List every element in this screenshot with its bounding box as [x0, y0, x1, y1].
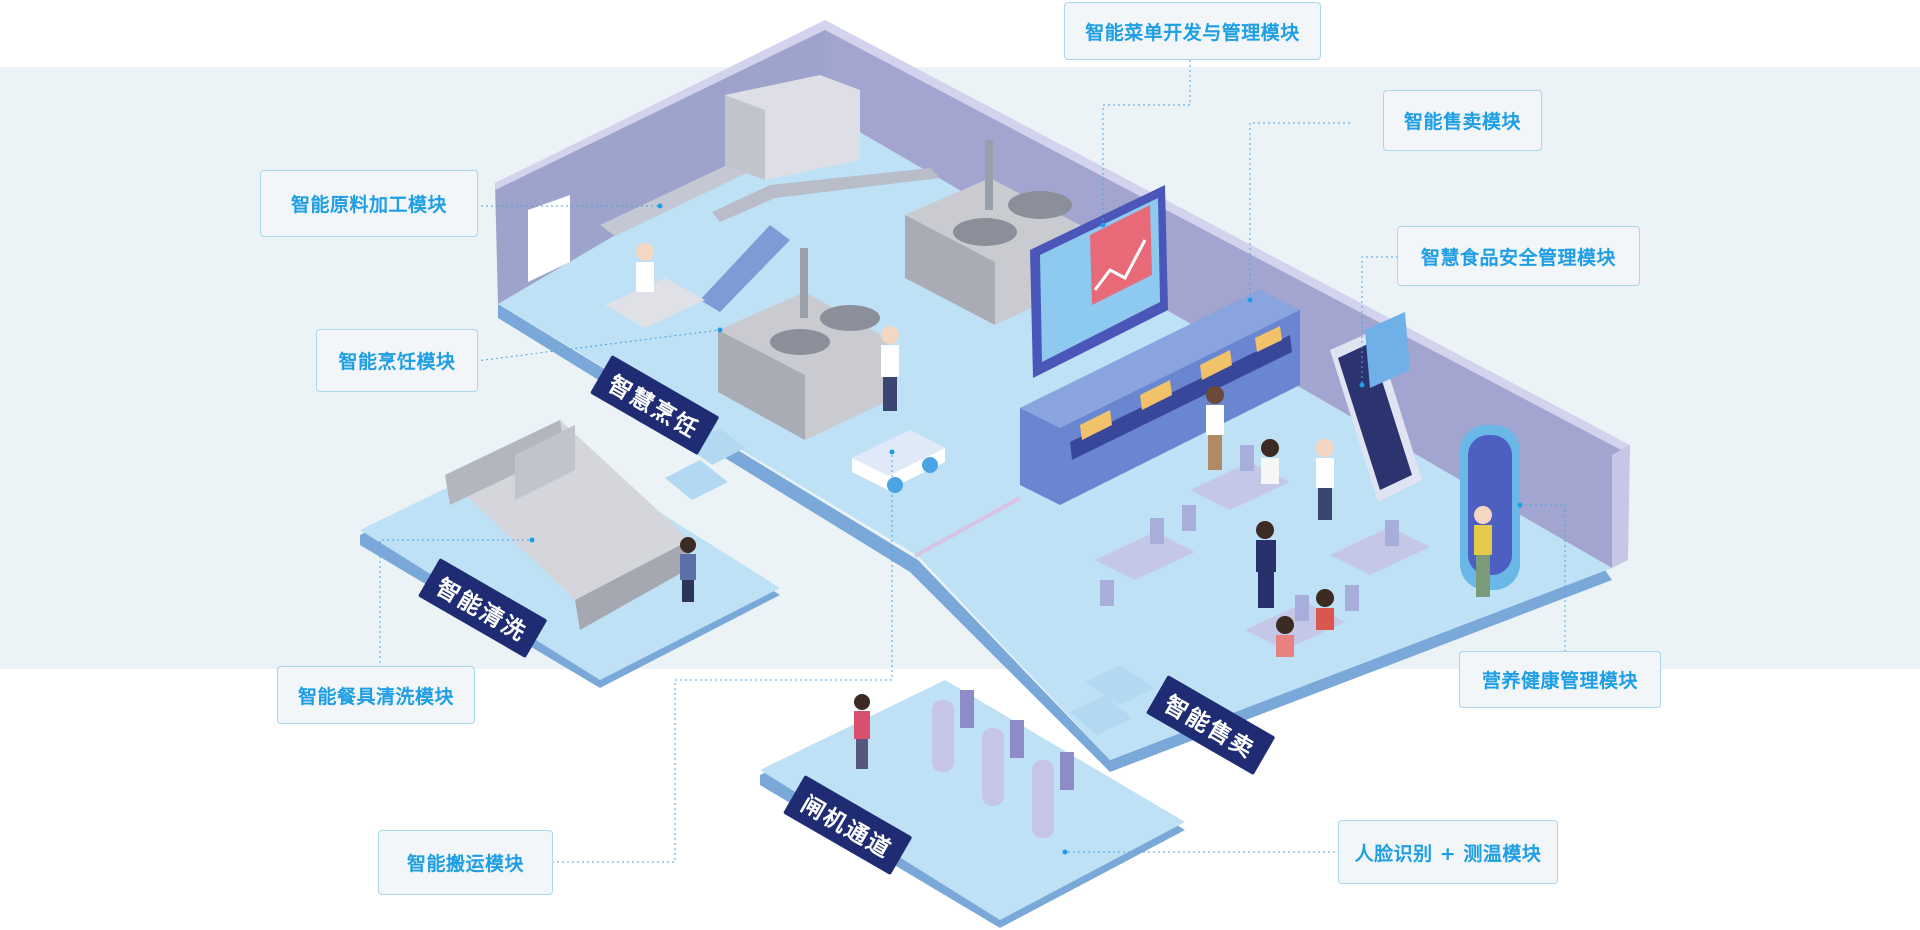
gate-turnstiles: [932, 690, 1074, 838]
callout-tableware-washing-module: 智能餐具清洗模块: [277, 666, 475, 724]
callout-nutrition-module: 营养健康管理模块: [1459, 651, 1661, 708]
food-safety-phone: [1330, 312, 1422, 502]
slope-conveyor: [700, 225, 790, 312]
doorway: [528, 195, 570, 282]
step-tile-3: [1085, 665, 1155, 705]
leader-dots: [529, 203, 1523, 855]
chairs: [1100, 445, 1399, 621]
serving-counter: [1020, 290, 1300, 505]
callout-menu-module: 智能菜单开发与管理模块: [1064, 2, 1321, 60]
cabinet-1-side: [725, 95, 765, 180]
wash-worker: [680, 537, 696, 602]
callout-raw-material-module: 智能原料加工模块: [260, 170, 478, 237]
callout-face-recognition-module: 人脸识别 + 测温模块: [1338, 820, 1558, 884]
step-tile-1: [685, 428, 745, 465]
dishwasher-machine: [445, 420, 690, 630]
callout-sales-module: 智能售卖模块: [1383, 90, 1542, 151]
callout-food-safety-module: 智慧食品安全管理模块: [1397, 226, 1640, 286]
callout-cooking-module: 智能烹饪模块: [316, 329, 478, 392]
conveyor-belt-2: [712, 168, 940, 222]
leader-lines: [379, 60, 1566, 863]
menu-display-screen: [1030, 185, 1168, 378]
wall-top-lip-right: [1612, 445, 1630, 568]
step-tile-2: [665, 460, 728, 500]
cooking-machine-front: [718, 248, 890, 440]
people: [636, 243, 1492, 657]
step-tile-4: [1070, 695, 1132, 735]
back-wall-right: [825, 28, 1625, 568]
floor-partition: [914, 496, 1021, 558]
agv-transport-cart: [852, 430, 945, 493]
gate-walker: [854, 694, 870, 769]
callout-transport-module: 智能搬运模块: [378, 830, 553, 895]
prep-table: [605, 278, 705, 328]
